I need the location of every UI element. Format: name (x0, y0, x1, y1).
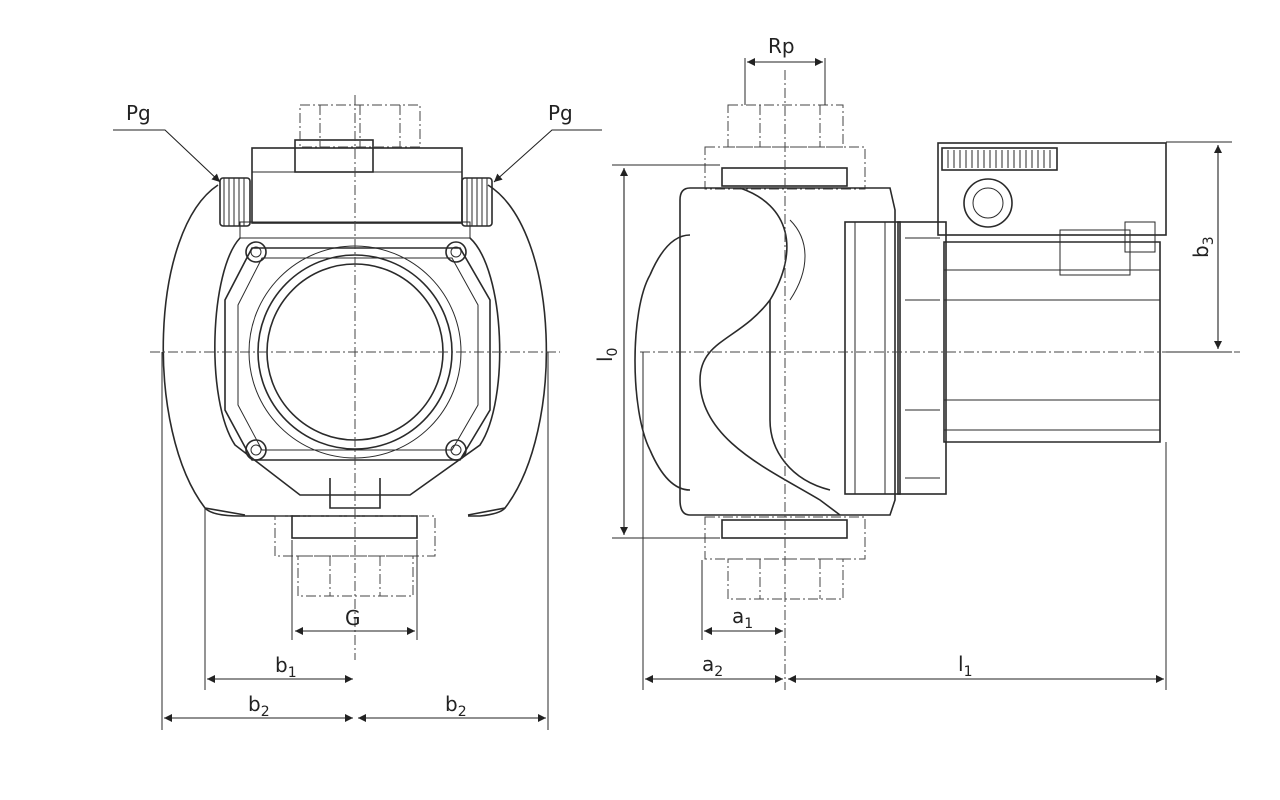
pg-left-label: Pg (126, 101, 151, 125)
l1-label: l1 (958, 652, 972, 680)
a1-label: a1 (732, 604, 753, 632)
b1-label: b1 (275, 653, 297, 681)
rp-label: Rp (768, 34, 795, 58)
b2-right-label: b2 (445, 692, 467, 720)
pg-right-label: Pg (548, 101, 573, 125)
pump-side-view-icon (612, 58, 1240, 690)
g-label: G (345, 606, 361, 630)
b3-label: b3 (1189, 236, 1217, 258)
pump-front-view-icon (150, 95, 560, 730)
l0-label: l0 (593, 348, 621, 362)
b2-left-label: b2 (248, 692, 270, 720)
a2-label: a2 (702, 652, 723, 680)
